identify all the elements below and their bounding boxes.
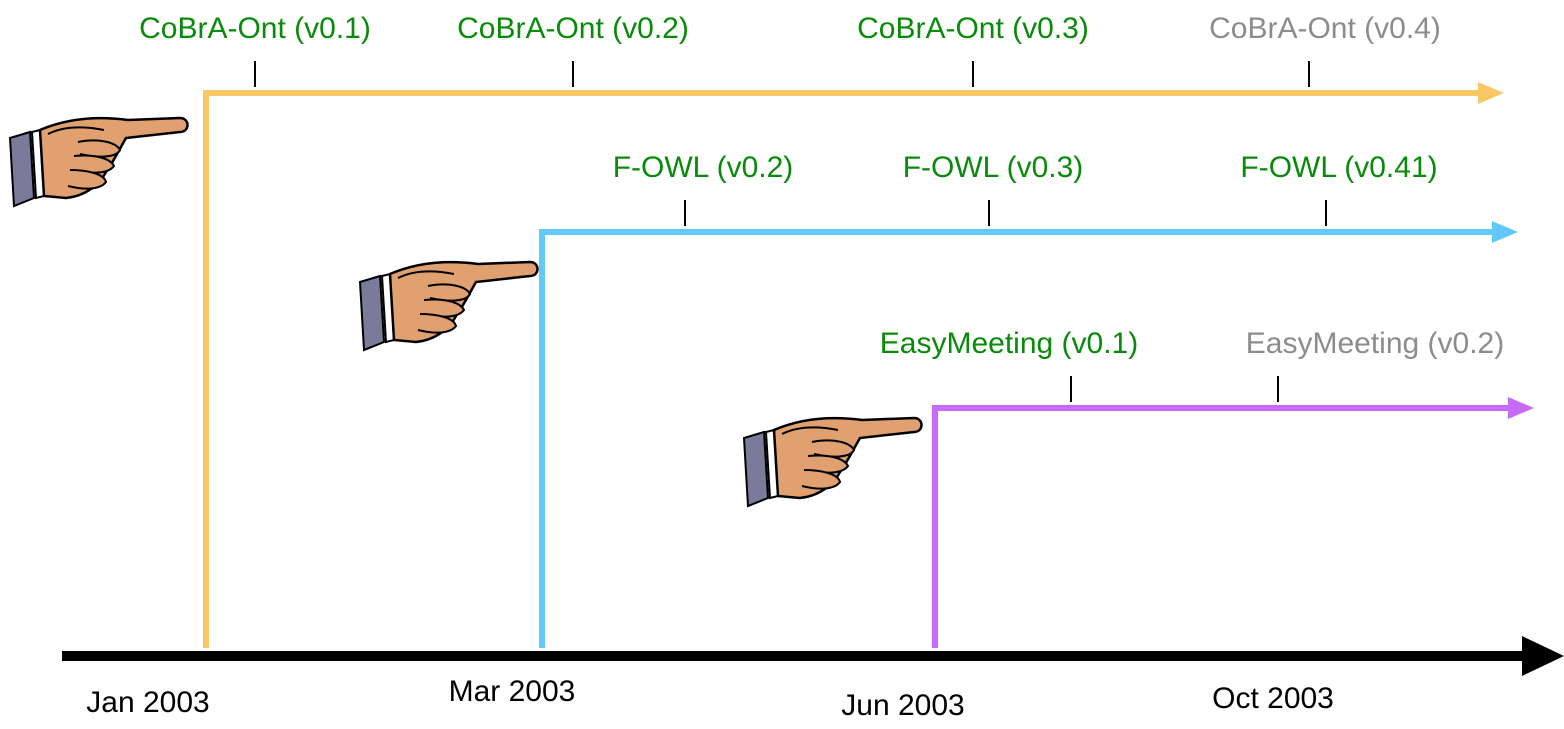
pointing-hand-icon [742,416,923,508]
version-label: F-OWL (v0.3) [903,151,1084,184]
version-label: CoBrA-Ont (v0.1) [139,12,371,45]
track-easymeeting: EasyMeeting (v0.1) EasyMeeting (v0.2) [880,327,1534,648]
version-label: CoBrA-Ont (v0.2) [457,12,689,45]
version-label: F-OWL (v0.2) [613,151,794,184]
axis-date-label: Jun 2003 [841,689,964,722]
pointing-hand-icon [358,260,539,352]
axis-date-label: Jan 2003 [86,686,209,719]
track-arrowhead [1508,397,1534,419]
track-fowl: F-OWL (v0.2) F-OWL (v0.3) F-OWL (v0.41) [539,151,1518,648]
version-label: EasyMeeting (v0.2) [1246,327,1504,360]
track-cobra: CoBrA-Ont (v0.1) CoBrA-Ont (v0.2) CoBrA-On… [139,12,1504,648]
axis-date-label: Mar 2003 [449,675,576,708]
axis-date-label: Oct 2003 [1212,682,1334,715]
version-label: EasyMeeting (v0.1) [880,327,1138,360]
pointing-hand-icon [8,116,189,208]
version-label: F-OWL (v0.41) [1240,151,1437,184]
track-arrowhead [1492,221,1518,243]
version-label: CoBrA-Ont (v0.4) [1209,12,1441,45]
version-label: CoBrA-Ont (v0.3) [857,12,1089,45]
time-axis-arrowhead [1522,636,1564,676]
track-arrowhead [1478,82,1504,104]
